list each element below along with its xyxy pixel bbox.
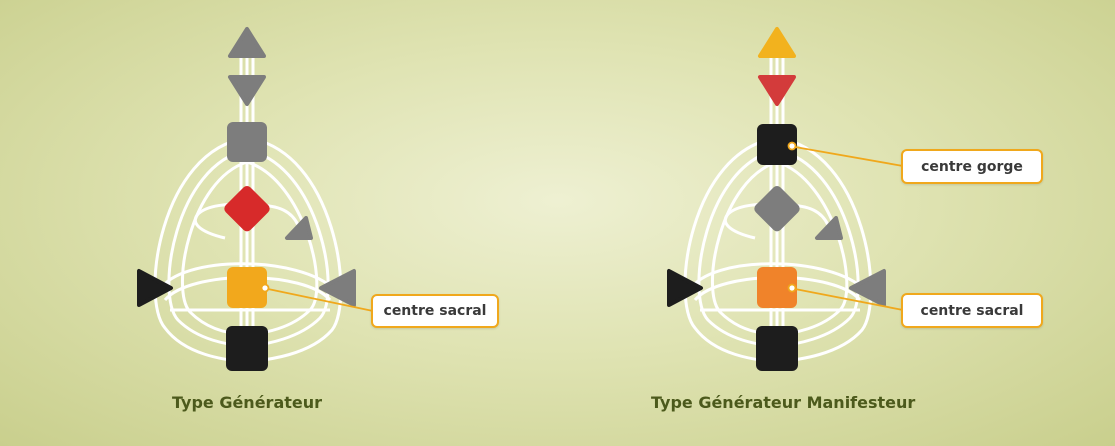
callout-throat-center: centre gorge bbox=[901, 149, 1043, 184]
solar-plexus-center bbox=[849, 269, 886, 307]
heart-center bbox=[815, 216, 843, 240]
heart-center bbox=[285, 216, 313, 240]
callout-leaders bbox=[787, 141, 904, 311]
callout-sacral-center: centre sacral bbox=[371, 294, 499, 328]
callout-sacral-center: centre sacral bbox=[901, 293, 1043, 328]
ajna-center bbox=[758, 75, 796, 106]
callout-leader bbox=[260, 283, 374, 312]
root-center bbox=[756, 326, 798, 371]
sacral-center bbox=[227, 267, 267, 308]
head-center bbox=[758, 27, 796, 58]
g-center bbox=[224, 186, 270, 232]
ajna-center bbox=[228, 75, 266, 106]
spleen-center bbox=[667, 269, 703, 307]
solar-plexus-center bbox=[319, 269, 356, 307]
diagram-caption: Type Générateur bbox=[172, 393, 323, 412]
head-center bbox=[228, 27, 266, 58]
sacral-center bbox=[757, 267, 797, 308]
g-center bbox=[754, 186, 800, 232]
throat-center bbox=[227, 122, 267, 162]
throat-center bbox=[757, 124, 797, 165]
spleen-center bbox=[137, 269, 173, 307]
root-center bbox=[226, 326, 268, 371]
diagram-caption: Type Générateur Manifesteur bbox=[651, 393, 916, 412]
